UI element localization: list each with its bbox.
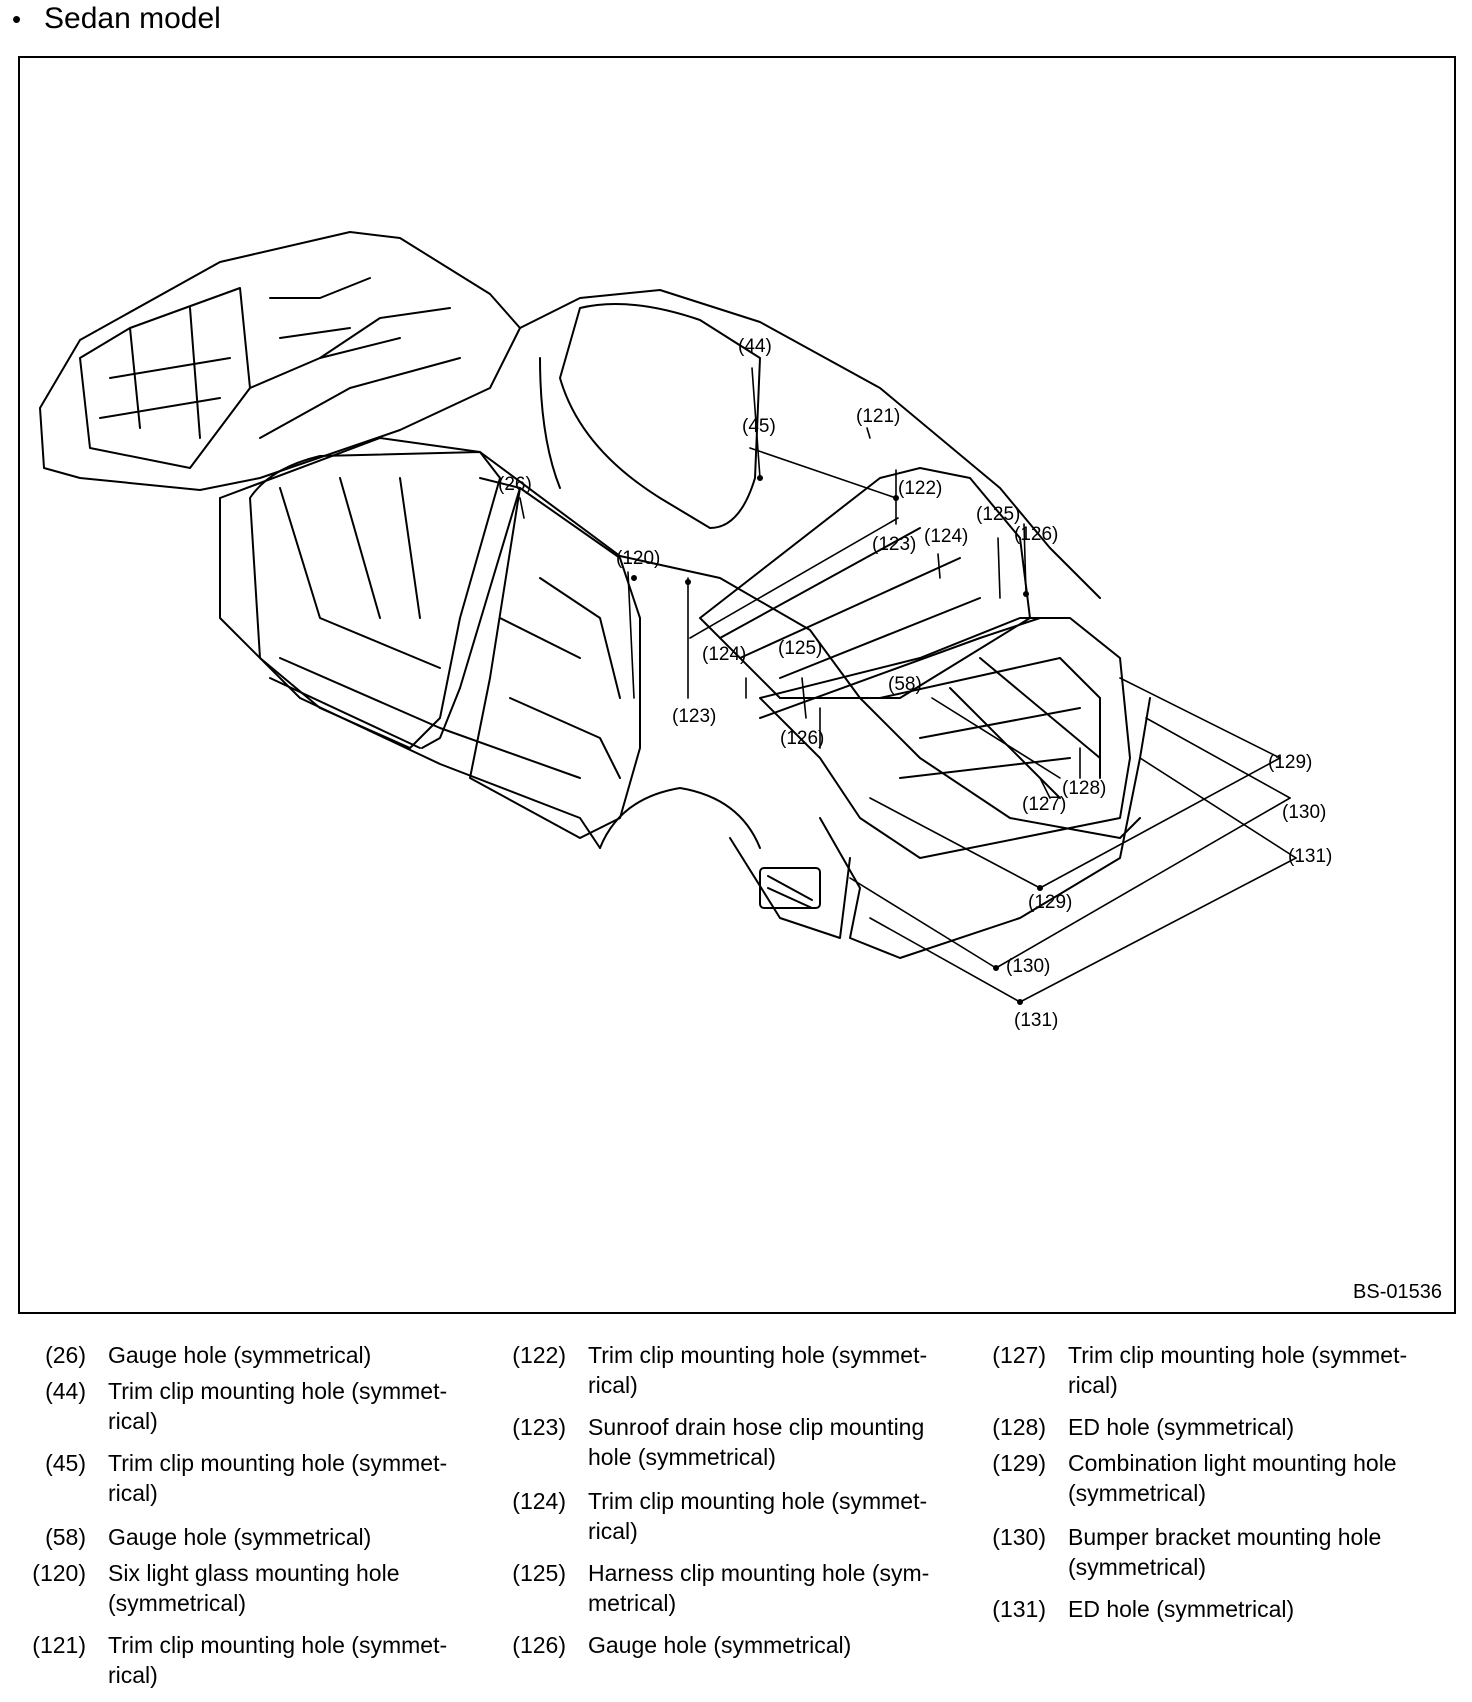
dim-129-a: [1119, 677, 1281, 759]
leader-58: [931, 697, 1061, 779]
callout-126b: (126): [780, 728, 825, 749]
callout-44: (44): [738, 336, 772, 357]
trunk-opening: [759, 617, 1131, 859]
callout-129-bottom: (129): [1028, 892, 1073, 913]
dim-131-b: [1019, 857, 1297, 1003]
front-frame-inner: [79, 287, 251, 469]
roof: [519, 289, 1101, 599]
leader-124: [937, 553, 941, 579]
leader-126: [1023, 523, 1027, 595]
callout-122: (122): [898, 478, 943, 499]
callout-129-right: (129): [1268, 752, 1313, 773]
section-heading: • Sedan model: [12, 2, 221, 36]
rear-wheel-arch: [599, 787, 761, 849]
dim-129-b: [1039, 757, 1281, 889]
leader-131: [869, 917, 1021, 1003]
leader-125b: [801, 677, 807, 719]
rear-vent: [759, 867, 821, 909]
dim-130-b: [995, 797, 1291, 969]
callout-58: (58): [888, 674, 922, 695]
sunroof: [559, 303, 761, 529]
callout-127: (127): [1022, 794, 1067, 815]
callout-124: (124): [924, 526, 969, 547]
leader-120: [627, 571, 635, 699]
callout-120: (120): [616, 548, 661, 569]
diagram-frame: (44) (121) (45) (122) (123) (124) (125) …: [18, 56, 1456, 1314]
leader-26: [519, 497, 525, 519]
callout-26: (26): [498, 474, 532, 495]
callout-131-bottom: (131): [1014, 1010, 1059, 1031]
b-pillar: [421, 477, 521, 749]
front-frame: [39, 231, 521, 491]
leader-45: [749, 447, 897, 499]
front-door-opening: [249, 451, 501, 749]
rear-panel: [819, 697, 1151, 959]
callout-126: (126): [1014, 524, 1059, 545]
leader-129: [869, 797, 1041, 889]
dim-130-a: [1145, 717, 1291, 799]
callout-130-right: (130): [1282, 802, 1327, 823]
dim-131-a: [1139, 757, 1297, 859]
callout-125b: (125): [778, 638, 823, 659]
callout-130-bottom: (130): [1006, 956, 1051, 977]
callout-124b: (124): [702, 644, 747, 665]
figure-code: BS-01536: [1353, 1281, 1442, 1303]
leader-44: [751, 367, 761, 479]
leader-127: [1039, 777, 1051, 799]
callout-45: (45): [742, 416, 776, 437]
callout-128: (128): [1062, 778, 1107, 799]
dim-123-a: [689, 517, 899, 639]
rear-window-opening: [699, 467, 1031, 699]
leader-130: [849, 877, 997, 969]
leader-121: [866, 427, 871, 439]
callout-123b: (123): [672, 706, 717, 727]
callout-121: (121): [856, 406, 901, 427]
leader-125: [997, 537, 1001, 599]
callout-123: (123): [872, 534, 917, 555]
callout-125: (125): [976, 504, 1021, 525]
bullet: •: [12, 4, 22, 34]
side-body: [219, 437, 1141, 839]
car-body-illustration: [39, 231, 1297, 1005]
section-title: Sedan model: [44, 2, 221, 35]
callout-131-right: (131): [1288, 846, 1333, 867]
